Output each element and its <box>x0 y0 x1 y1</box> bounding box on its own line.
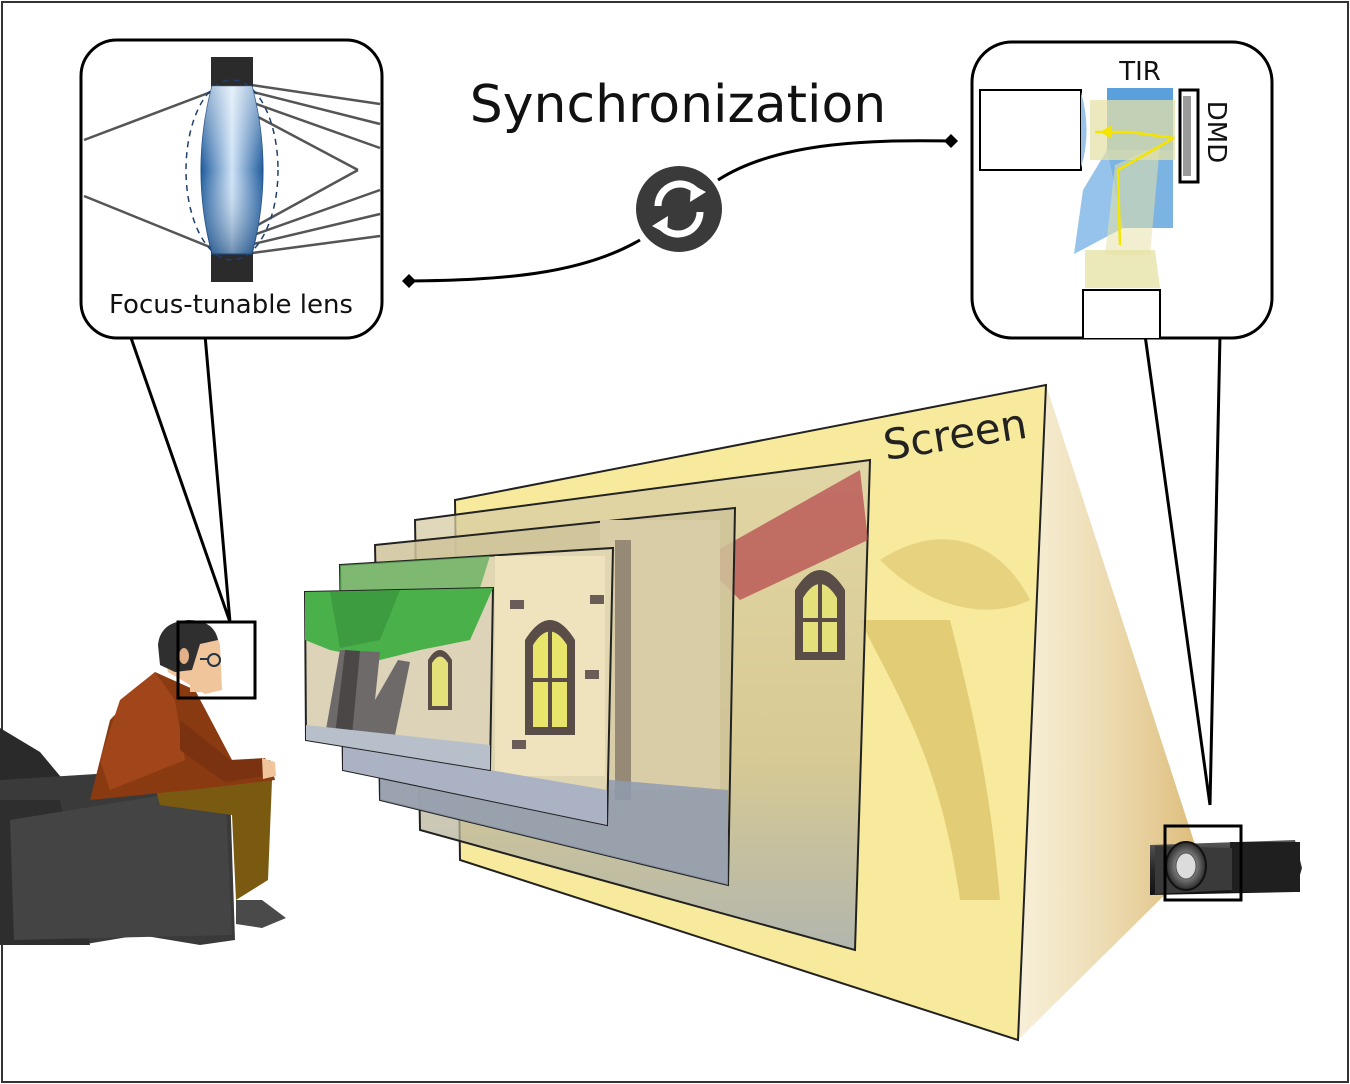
eye-highlight-box <box>176 620 257 700</box>
sync-connector <box>402 134 958 288</box>
sync-icon <box>636 166 722 252</box>
projector <box>1150 840 1302 895</box>
lens-caption: Focus-tunable lens <box>109 290 353 320</box>
tir-label: TIR <box>1118 57 1161 87</box>
dmd-label: DMD <box>1201 101 1231 163</box>
synchronization-title: Synchronization <box>470 75 887 135</box>
projector-highlight-box <box>1163 824 1243 902</box>
projection-cone <box>1018 385 1200 1040</box>
dmd-callout <box>970 40 1274 806</box>
depth-plane-1 <box>303 586 495 772</box>
viewer-figure <box>0 620 286 945</box>
lens-callout <box>79 38 384 623</box>
